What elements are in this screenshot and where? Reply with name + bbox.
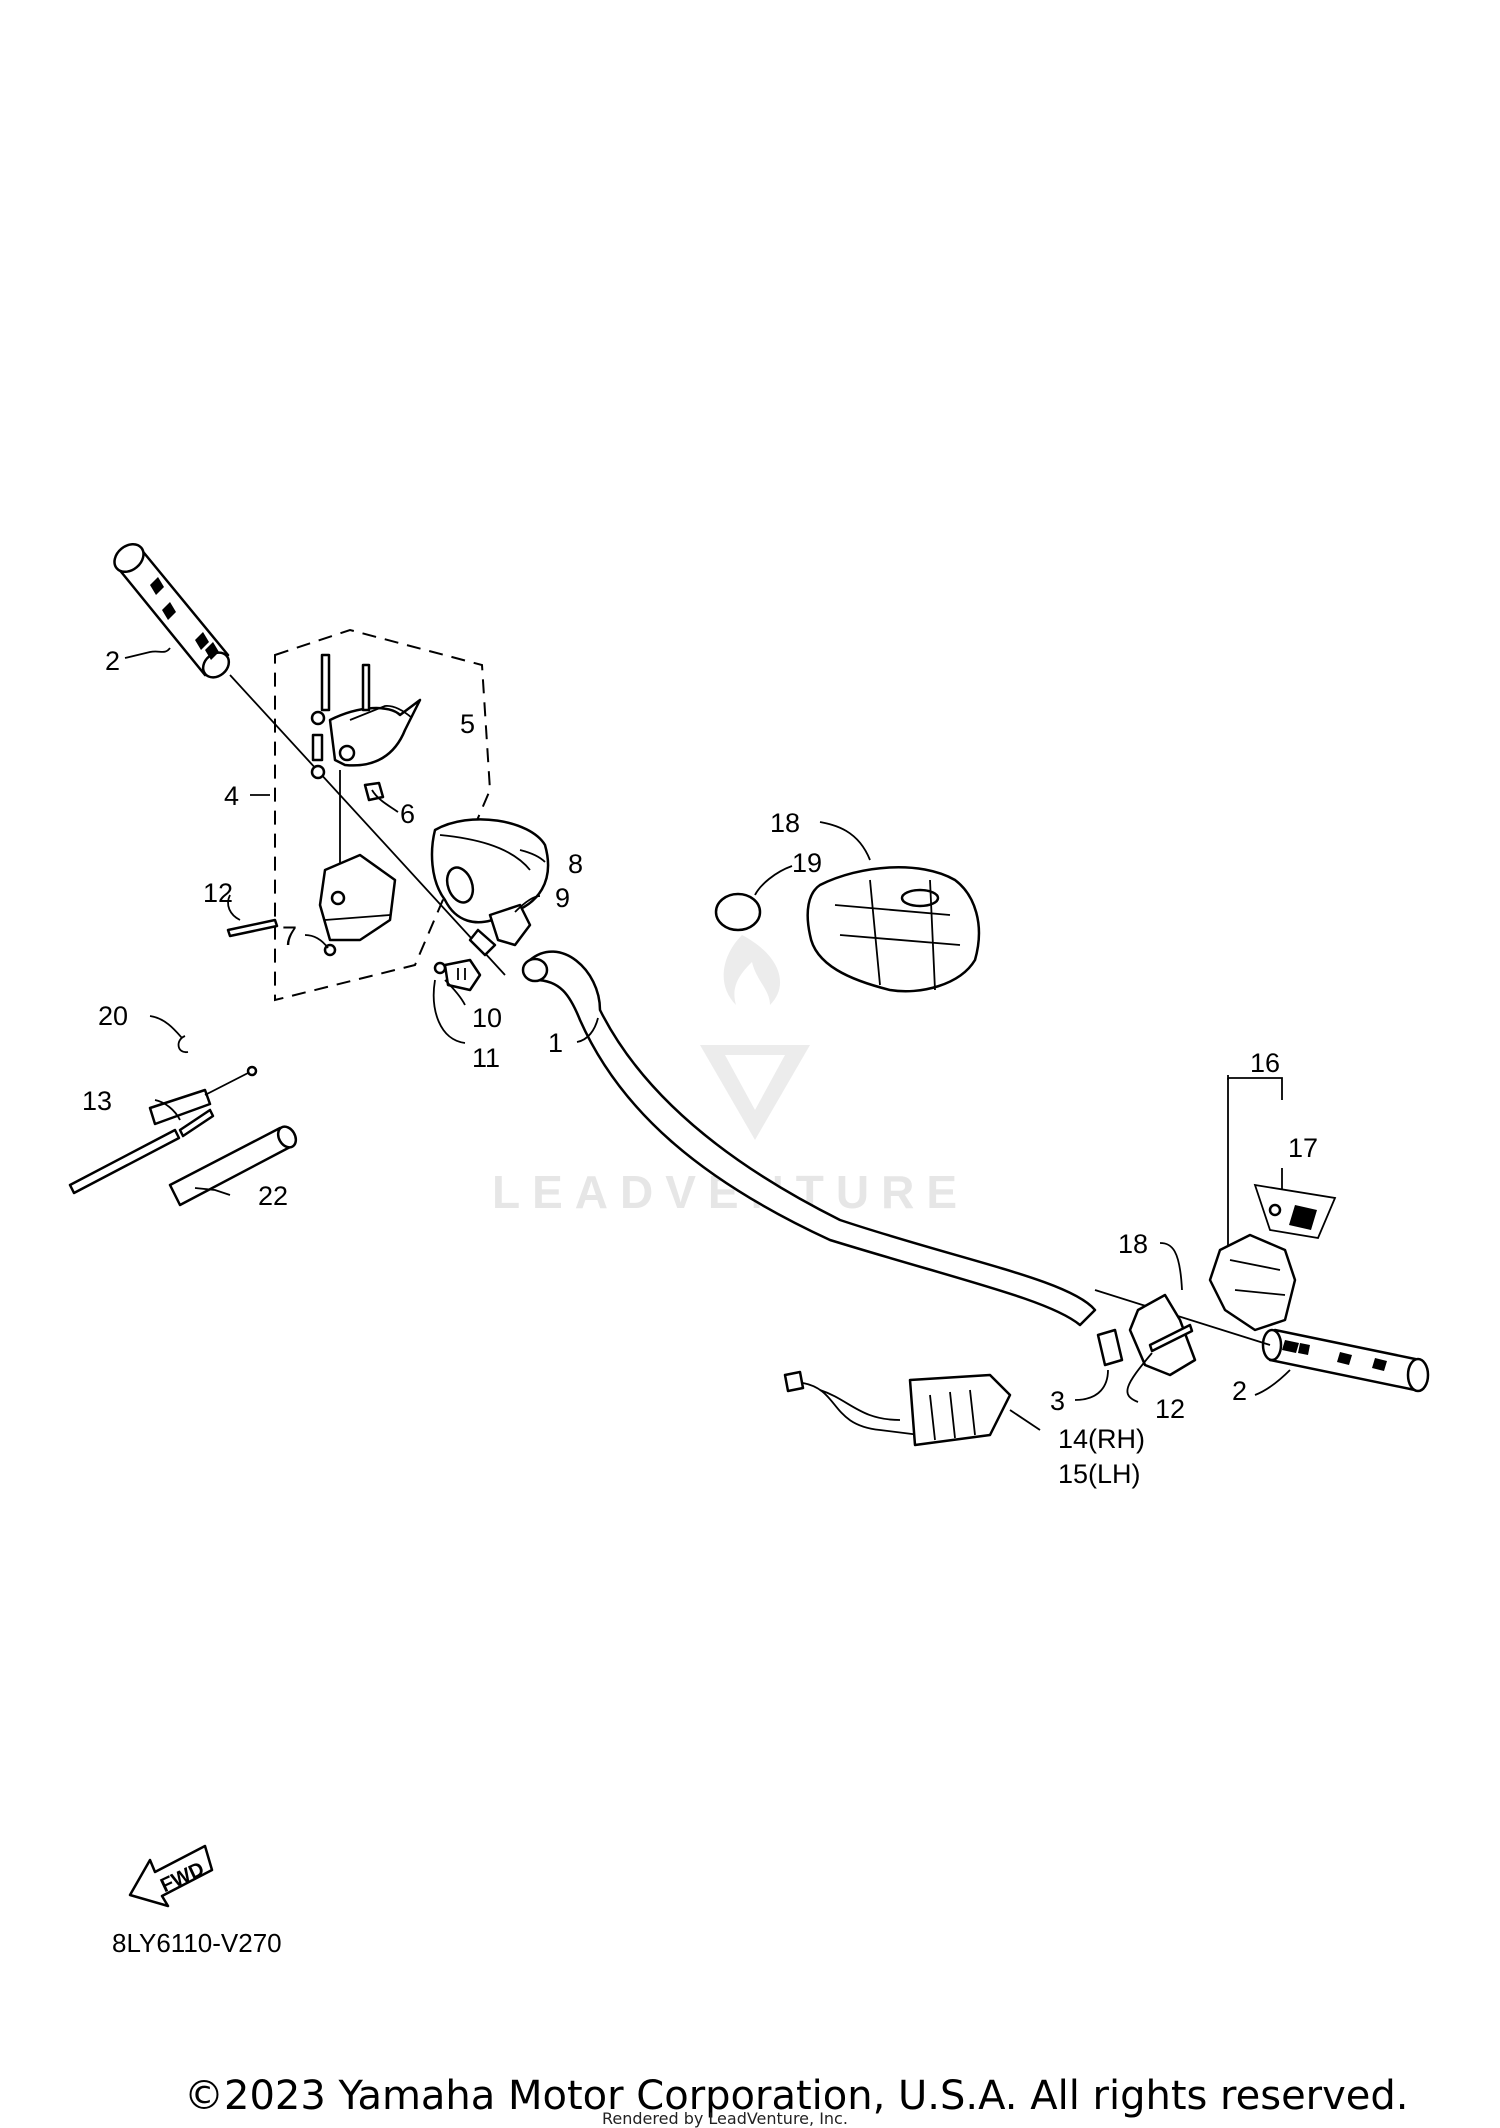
- callout-10: 10: [472, 1003, 502, 1033]
- callout-7: 7: [282, 921, 297, 951]
- callout-18: 18: [1118, 1229, 1148, 1259]
- callout-22: 22: [258, 1181, 288, 1211]
- callout-8: 8: [568, 849, 583, 879]
- callout-2-left: 2: [105, 646, 120, 676]
- callout-12-right: 12: [1155, 1394, 1185, 1424]
- lever-kit-boundary: [274, 628, 492, 1002]
- left-grip: [113, 542, 231, 679]
- screw-left: [226, 918, 279, 938]
- copyright-notice: ©2023 Yamaha Motor Corporation, U.S.A. A…: [184, 2073, 1409, 2119]
- cover-ring: [714, 892, 762, 932]
- callout-17: 17: [1288, 1133, 1318, 1163]
- handlebar-cover: [806, 866, 981, 993]
- right-switch-assembly: [1208, 1183, 1337, 1332]
- rendered-by-notice: Rendered by LeadVenture, Inc.: [602, 2109, 848, 2128]
- bar-end-plug: [1096, 1328, 1124, 1367]
- callout-2-right: 2: [1232, 1376, 1247, 1406]
- brake-lever: [310, 653, 422, 780]
- callout-6: 6: [400, 799, 415, 829]
- throttle-cable: [68, 1065, 258, 1195]
- small-switch: [433, 958, 482, 992]
- handlebar: [521, 950, 1097, 1327]
- callout-15-lh: 15(LH): [1058, 1459, 1141, 1489]
- callout-5: 5: [460, 709, 475, 739]
- diagram-code: 8LY6110-V270: [112, 1928, 282, 1958]
- callout-16: 16: [1250, 1048, 1280, 1078]
- cable-tube: [168, 1125, 298, 1207]
- callout-20: 19: [792, 848, 822, 878]
- callout-3: 3: [1050, 1386, 1065, 1416]
- callout-11: 11: [472, 1043, 500, 1073]
- wire-harness: [783, 1370, 1012, 1447]
- lever-bracket: [318, 853, 397, 942]
- callout-19: 18: [770, 808, 800, 838]
- callout-12-left: 12: [203, 878, 233, 908]
- switch-part: [488, 903, 532, 947]
- right-grip: [1261, 1328, 1430, 1393]
- callout-9: 9: [555, 883, 570, 913]
- callout-13: 13: [82, 1086, 112, 1116]
- fwd-arrow-icon: FWD: [128, 1844, 214, 1908]
- switch-cover: [430, 818, 550, 924]
- callout-1: 1: [548, 1028, 563, 1058]
- callout-14-rh: 14(RH): [1058, 1424, 1145, 1454]
- callout-4: 4: [224, 781, 239, 811]
- handlebar-clamp: [1128, 1293, 1197, 1377]
- cable-clip: [177, 1035, 189, 1053]
- callout-21: 20: [98, 1001, 128, 1031]
